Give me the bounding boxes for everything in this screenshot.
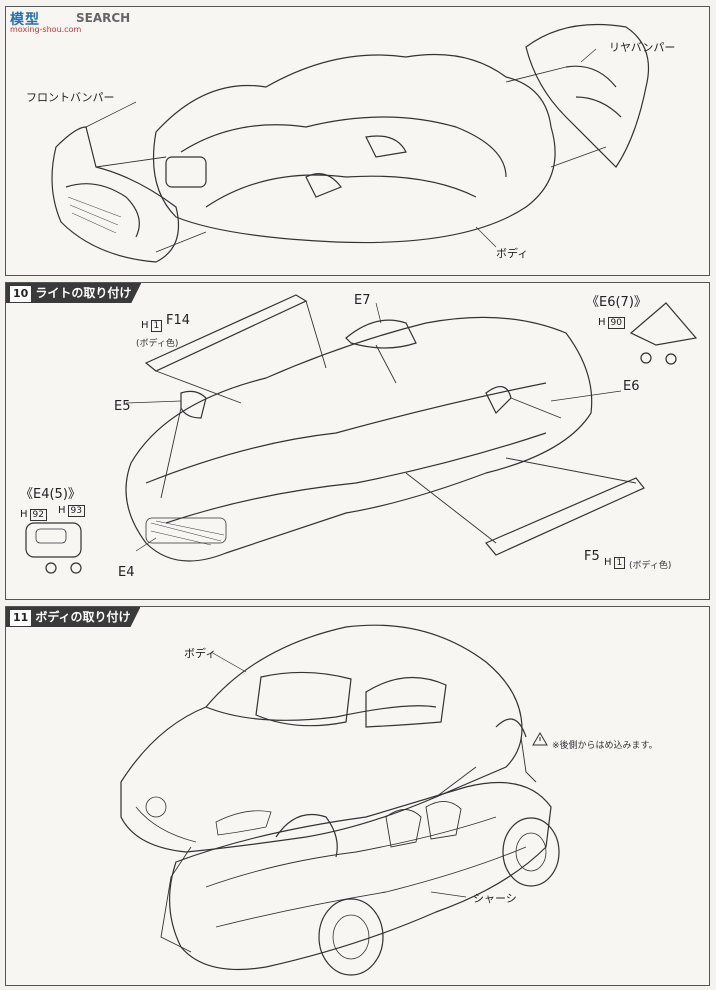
lights-drawing [25,294,698,574]
label-e4-group: 《E4(5)》 [20,487,81,502]
body-chassis-drawing [120,624,560,976]
panel-bumpers: 模型 moxing-shou.com SEARCH [5,6,710,276]
note-fit-from-rear: ※後側からはめ込みます。 [552,741,658,751]
label-e7: E7 [354,293,371,308]
watermark-logo: 模型 [10,12,40,28]
paint-h-label: H [141,320,149,331]
paint-note-body-color: (ボディ色) [136,339,179,349]
label-f14: F14 [166,313,191,328]
paint-h-label: H [604,557,612,568]
label-e6-group: 《E6(7)》 [586,295,647,310]
label-e5: E5 [114,399,131,414]
label-body: ボディ [496,247,529,260]
paint-h-label: H [20,509,28,520]
step-10-title: ライトの取り付け [35,286,132,300]
paint-note-body-color: (ボディ色) [629,561,672,571]
label-body: ボディ [184,647,217,660]
paint-h-label: H [598,317,606,328]
watermark-tag: SEARCH [76,11,131,25]
step-11-number: 11 [10,610,31,626]
label-e6: E6 [623,379,640,394]
label-e4: E4 [118,565,135,580]
paint-number-90: 90 [607,317,625,329]
label-rear-bumper: リヤバンパー [609,41,676,54]
watermark-site: moxing-shou.com [10,25,82,34]
step-11-title: ボディの取り付け [35,610,131,624]
paint-h-label: H [58,505,66,516]
panel-step-10: 10 ライトの取り付け [5,282,710,600]
label-f5: F5 [584,549,600,564]
paint-number-1: 1 [613,557,626,569]
paint-number-92: 92 [29,509,47,521]
label-chassis: シャーシ [473,892,517,905]
panel-step-11: 11 ボディの取り付け [5,606,710,986]
step-11-header: 11 ボディの取り付け [6,607,140,627]
label-front-bumper: フロントバンパー [26,91,115,104]
paint-number-93: 93 [67,505,85,517]
paint-number-1: 1 [150,320,163,332]
step-10-header: 10 ライトの取り付け [6,283,141,303]
bumper-body-drawing [51,23,650,263]
step-10-number: 10 [10,286,31,302]
